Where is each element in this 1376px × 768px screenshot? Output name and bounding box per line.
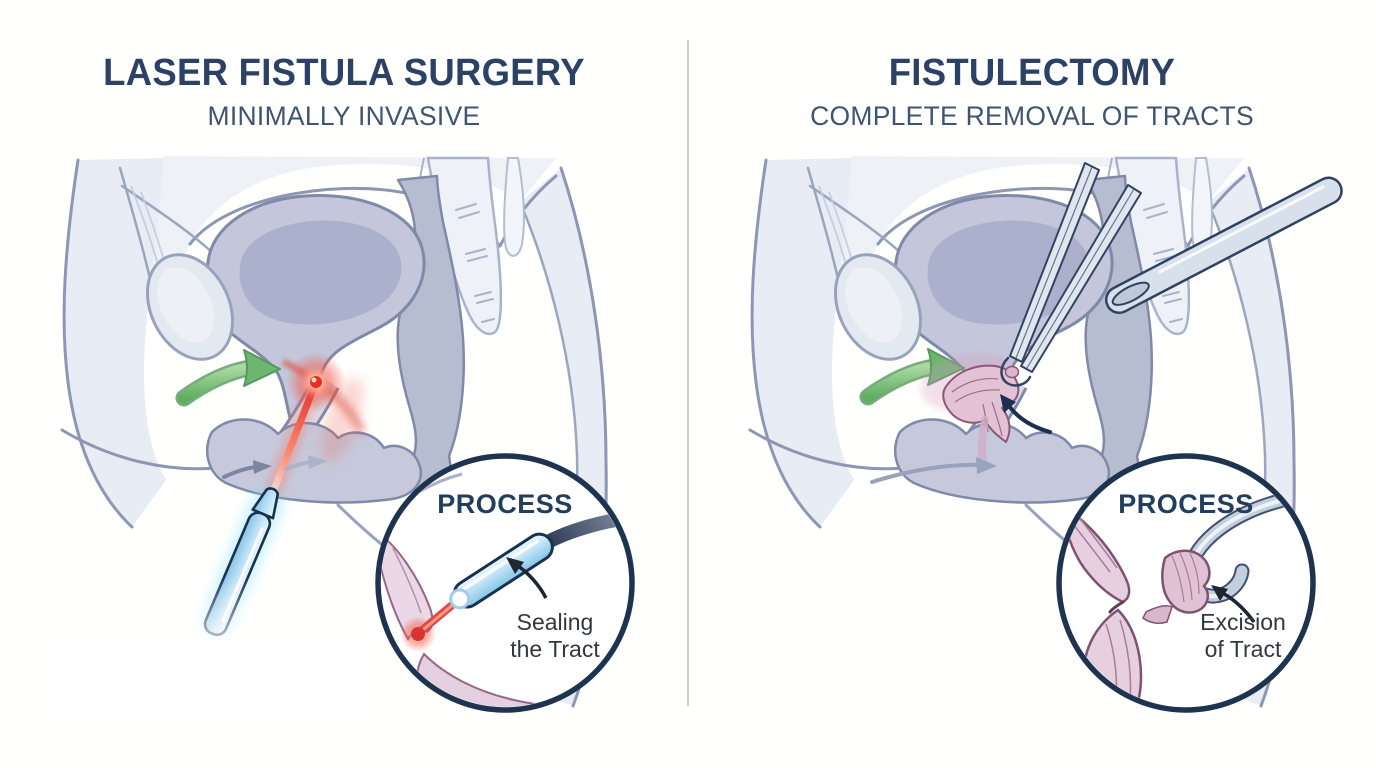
fistula-tract — [920, 352, 1020, 466]
right-process-label: PROCESS — [1118, 489, 1254, 519]
pointer-arrow-icon — [506, 557, 548, 599]
laser-beam — [264, 352, 367, 501]
direction-arrow-icon — [870, 457, 997, 484]
right-process-caption-line1: Excision — [1200, 609, 1286, 635]
surgical-scissors — [1000, 162, 1142, 387]
fistulectomy-panel — [748, 154, 1343, 713]
pointer-arrow-icon — [1211, 585, 1256, 624]
instrument-handle — [1104, 176, 1343, 315]
panel-divider — [687, 40, 689, 706]
direction-arrow-icon — [222, 455, 327, 479]
laser-surgery-panel — [55, 154, 635, 720]
right-process-caption: Excision of Tract — [1160, 609, 1326, 663]
right-process-caption-line2: of Tract — [1204, 636, 1282, 662]
process-inset-excision — [1056, 453, 1316, 713]
left-process-caption: Sealing the Tract — [475, 609, 635, 663]
process-inset-sealing — [375, 453, 635, 713]
excision-arrow-icon — [1000, 394, 1052, 434]
left-process-label: PROCESS — [437, 489, 573, 519]
left-process-caption-line2: the Tract — [510, 636, 600, 662]
left-process-caption-line1: Sealing — [516, 609, 594, 635]
